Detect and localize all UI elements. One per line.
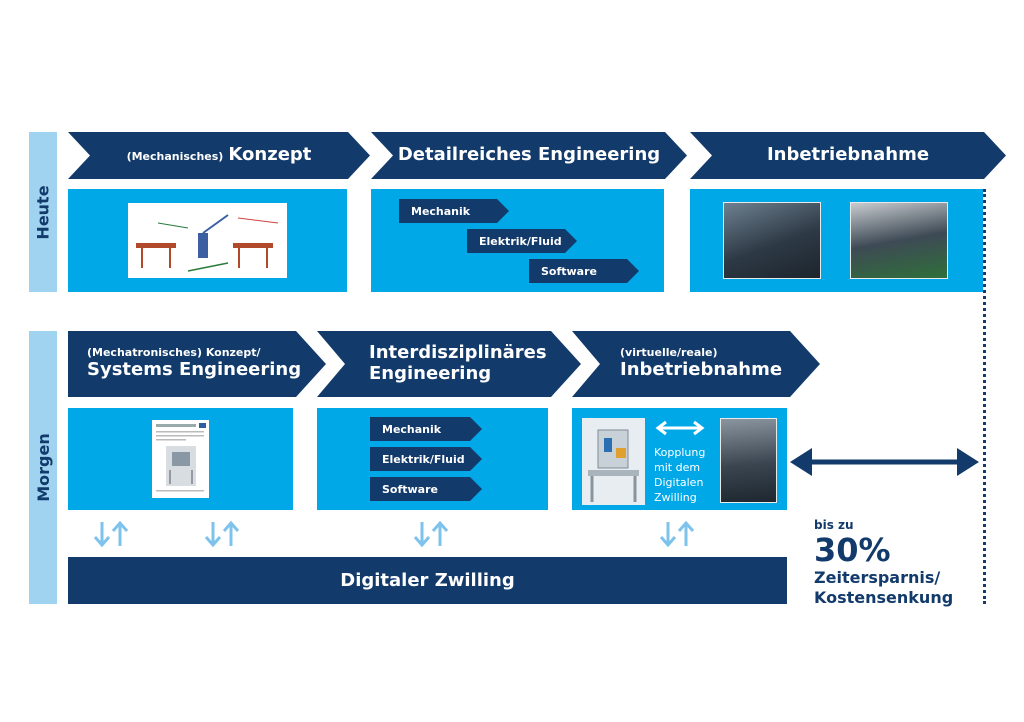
tag-software-today: Software: [529, 259, 639, 283]
sketch-image: [128, 203, 287, 278]
phase-virtuelle-pre: (virtuelle/reale): [620, 346, 718, 360]
row-label-morgen: Morgen: [29, 331, 57, 604]
panel-inbetrieb-today: [690, 189, 983, 292]
phase-systems-main: Systems Engineering: [87, 358, 302, 380]
sketch-drawing-icon: [136, 214, 279, 272]
phase-arrow-detailreiches-engineering: Detailreiches Engineering: [371, 132, 687, 179]
digital-twin-bar: Digitaler Zwilling: [68, 557, 787, 604]
phase-konzept-pre: (Mechanisches): [126, 150, 224, 164]
panel-systems-tomorrow: [68, 408, 293, 510]
panel-konzept-today: [68, 189, 347, 292]
panel-virtuelle-tomorrow: Kopplung mit dem Digitalen Zwilling: [572, 408, 787, 510]
phase-interdisz-line2: Engineering: [369, 363, 492, 384]
tag-elektrik-tomorrow-label: Elektrik/Fluid: [382, 452, 465, 466]
phase-arrow-interdisziplinaeres-engineering: Interdisziplinäres Engineering: [317, 331, 581, 397]
double-arrow-white-icon: [655, 420, 705, 436]
sync-arrows-icon: [204, 520, 240, 548]
dotted-divider: [983, 189, 986, 604]
phase-arrow-virtuelle-inbetriebnahme: (virtuelle/reale) Inbetriebnahme: [572, 331, 820, 397]
tag-software-today-label: Software: [541, 264, 597, 278]
tag-elektrik-today: Elektrik/Fluid: [467, 229, 577, 253]
machine-photo-2: [850, 202, 948, 279]
phase-detail-main: Detailreiches Engineering: [397, 144, 661, 166]
double-arrow-dark-icon: [790, 448, 979, 476]
row-label-heute-text: Heute: [33, 184, 53, 240]
sync-arrows-icon: [659, 520, 695, 548]
phase-virtuelle-main: Inbetriebnahme: [620, 358, 783, 380]
tag-software-tomorrow: Software: [370, 477, 482, 501]
tag-mechanik-tomorrow: Mechanik: [370, 417, 482, 441]
panel-interdisz-tomorrow: Mechanik Elektrik/Fluid Software: [317, 408, 548, 510]
machine-photo-1: [723, 202, 821, 279]
tag-mechanik-today-label: Mechanik: [411, 204, 471, 218]
phase-systems-pre: (Mechatronisches) Konzept/: [87, 346, 261, 360]
panel-detail-today: Mechanik Elektrik/Fluid Software: [371, 189, 664, 292]
phase-arrow-konzept: (Mechanisches) Konzept: [68, 132, 370, 179]
cad-machine-icon: [588, 429, 639, 502]
phase-inbetrieb-main: Inbetriebnahme: [766, 144, 930, 166]
savings-block: bis zu 30% Zeitersparnis/ Kostensenkung: [814, 518, 984, 608]
real-machine-photo: [720, 418, 777, 503]
tag-elektrik-today-label: Elektrik/Fluid: [479, 234, 562, 248]
sync-arrows-icon: [93, 520, 129, 548]
savings-value: 30%: [814, 531, 891, 569]
tag-software-tomorrow-label: Software: [382, 482, 438, 496]
phase-arrow-inbetriebnahme: Inbetriebnahme: [690, 132, 1006, 179]
savings-line1: Zeitersparnis/: [814, 568, 941, 587]
phase-arrow-systems-engineering: (Mechatronisches) Konzept/ Systems Engin…: [68, 331, 326, 397]
virtual-machine-image: [582, 418, 645, 505]
row-label-heute: Heute: [29, 132, 57, 292]
savings-prefix: bis zu: [814, 518, 854, 532]
savings-line2: Kostensenkung: [814, 588, 954, 607]
digital-twin-label: Digitaler Zwilling: [340, 570, 515, 591]
sync-arrows-icon: [413, 520, 449, 548]
phase-konzept-main: Konzept: [228, 144, 312, 166]
document-thumbnail: [152, 420, 209, 498]
tag-mechanik-tomorrow-label: Mechanik: [382, 422, 442, 436]
phase-interdisz-line1: Interdisziplinäres: [369, 342, 547, 364]
coupling-text: Kopplung mit dem Digitalen Zwilling: [654, 446, 706, 504]
tag-elektrik-tomorrow: Elektrik/Fluid: [370, 447, 482, 471]
row-label-morgen-text: Morgen: [33, 433, 53, 502]
tag-mechanik-today: Mechanik: [399, 199, 509, 223]
document-page-icon: [156, 423, 206, 492]
